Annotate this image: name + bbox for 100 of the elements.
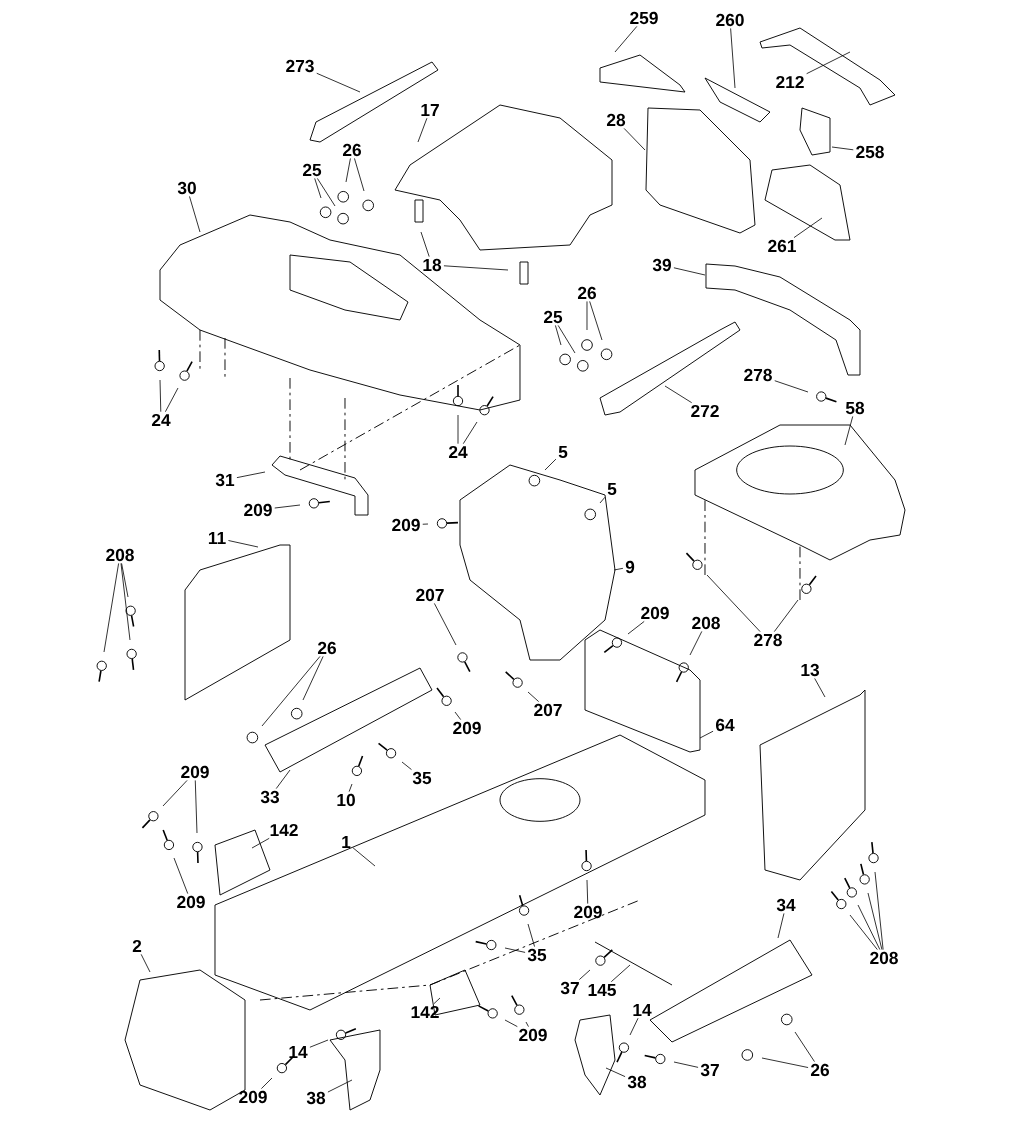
- callout-number: 272: [691, 404, 719, 418]
- callout-number: 209: [177, 895, 205, 909]
- leader-line: [457, 414, 459, 445]
- callout-number: 31: [215, 473, 235, 487]
- leader-line: [462, 421, 478, 445]
- callout-number: 208: [106, 548, 134, 562]
- callout-number: 13: [801, 663, 819, 677]
- leader-line: [614, 26, 638, 53]
- callout-number: 260: [716, 13, 744, 27]
- leader-line: [236, 471, 266, 479]
- leader-line: [605, 1067, 626, 1078]
- callout-number: 37: [560, 981, 579, 995]
- leader-line: [774, 380, 809, 393]
- callout-number: 28: [606, 113, 626, 127]
- callout-number: 142: [411, 1005, 439, 1019]
- leader-line: [806, 51, 851, 75]
- callout-number: 64: [716, 718, 735, 732]
- leader-line: [814, 678, 826, 698]
- callout-number: 2: [132, 939, 142, 953]
- leader-line: [706, 574, 761, 632]
- leader-line: [309, 1039, 329, 1048]
- leader-line: [544, 458, 557, 471]
- leader-line: [348, 783, 353, 792]
- callout-number: 207: [534, 703, 562, 717]
- leader-line: [422, 523, 429, 525]
- leader-line: [302, 656, 324, 701]
- leader-line: [623, 128, 646, 151]
- leader-line: [443, 265, 509, 271]
- leader-line: [589, 301, 603, 341]
- leader-line: [433, 603, 457, 646]
- leader-line: [504, 1019, 518, 1027]
- leader-line: [454, 711, 462, 720]
- leader-line: [352, 847, 376, 867]
- callout-number: 34: [776, 898, 796, 912]
- leader-line: [261, 656, 321, 727]
- leader-line: [773, 599, 799, 632]
- callout-number: 35: [412, 771, 432, 785]
- leader-line: [121, 563, 129, 598]
- leader-line: [420, 231, 430, 257]
- callout-number: 39: [652, 258, 671, 272]
- leader-line: [159, 379, 162, 413]
- leader-line: [275, 769, 291, 789]
- leader-line: [527, 923, 535, 947]
- leader-line: [274, 504, 301, 509]
- leader-line: [586, 879, 589, 904]
- callout-number: 208: [692, 616, 720, 630]
- leader-line: [793, 217, 823, 238]
- leader-line: [613, 567, 624, 571]
- leader-line: [504, 947, 526, 953]
- callout-number: 30: [177, 181, 196, 195]
- leader-line: [140, 953, 151, 973]
- callout-number: 209: [641, 606, 669, 620]
- callout-number: 10: [337, 793, 355, 807]
- callout-number: 209: [244, 503, 272, 517]
- callout-number: 25: [543, 310, 563, 324]
- leader-line: [316, 178, 336, 207]
- leader-line: [673, 1061, 699, 1068]
- leader-line: [610, 964, 631, 983]
- leader-line: [251, 837, 270, 849]
- leader-line: [194, 780, 198, 834]
- leader-line: [401, 761, 412, 770]
- leader-line: [162, 780, 188, 807]
- leader-line: [527, 691, 540, 702]
- leader-line: [228, 540, 259, 548]
- leader-line: [103, 563, 119, 653]
- callout-number: 14: [633, 1004, 652, 1016]
- leader-line: [699, 730, 714, 739]
- callout-number: 5: [607, 482, 617, 496]
- callout-number: 209: [239, 1090, 267, 1104]
- leader-line: [586, 301, 588, 331]
- callout-number: 24: [448, 445, 468, 459]
- leader-line: [844, 416, 854, 446]
- callout-number: 37: [700, 1063, 719, 1077]
- leader-line: [327, 1079, 353, 1093]
- callout-number: 18: [423, 258, 442, 272]
- leader-line: [831, 146, 854, 151]
- callout-number: 259: [630, 11, 658, 25]
- leader-line: [874, 871, 884, 950]
- callout-number: 145: [588, 983, 616, 997]
- leader-line: [120, 563, 131, 641]
- callout-number: 24: [151, 413, 171, 427]
- leader-line: [417, 117, 428, 143]
- callout-number: 26: [577, 286, 596, 300]
- leader-line: [689, 631, 703, 656]
- leader-line: [557, 325, 576, 354]
- leader-line: [761, 1057, 809, 1068]
- callout-number: 209: [453, 721, 481, 735]
- leader-line: [261, 1077, 273, 1089]
- callout-number: 9: [625, 560, 635, 574]
- callout-number: 278: [744, 368, 772, 382]
- callout-number: 1: [342, 836, 351, 848]
- leader-line: [794, 1031, 815, 1062]
- callout-number: 142: [270, 823, 298, 837]
- callout-number: 17: [421, 104, 439, 116]
- callout-number: 209: [519, 1028, 547, 1042]
- callout-number: 209: [574, 905, 602, 919]
- leader-line: [867, 892, 883, 950]
- leader-line: [345, 158, 351, 183]
- callout-number: 35: [527, 948, 547, 962]
- callout-number: 25: [302, 163, 322, 177]
